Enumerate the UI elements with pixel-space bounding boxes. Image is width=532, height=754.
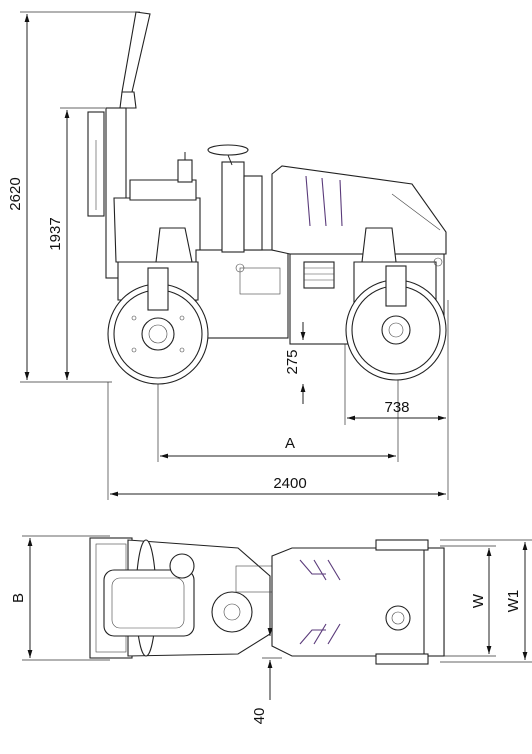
dim-overall-width: B [10,593,27,603]
dim-wheelbase: A [285,435,295,452]
rear-drum [107,227,209,385]
top-operator-platform [103,539,273,657]
dim-drum-width: W [470,593,487,608]
dim-ground-clearance: 275 [284,349,301,374]
dim-overall-height: 2620 [7,177,24,210]
dim-side-clearance: 40 [251,708,268,725]
top-engine-hood [271,539,445,665]
rops-frame [87,11,151,279]
dim-total-width: W1 [505,590,522,613]
dim-rops-height: 1937 [47,217,64,250]
front-drum [345,227,447,381]
dim-overall-length: 2400 [273,475,306,492]
top-view: B W W1 40 [10,535,532,725]
side-view: 2620 1937 275 738 A 2400 [7,11,449,500]
dim-drum-offset: 738 [384,399,409,416]
